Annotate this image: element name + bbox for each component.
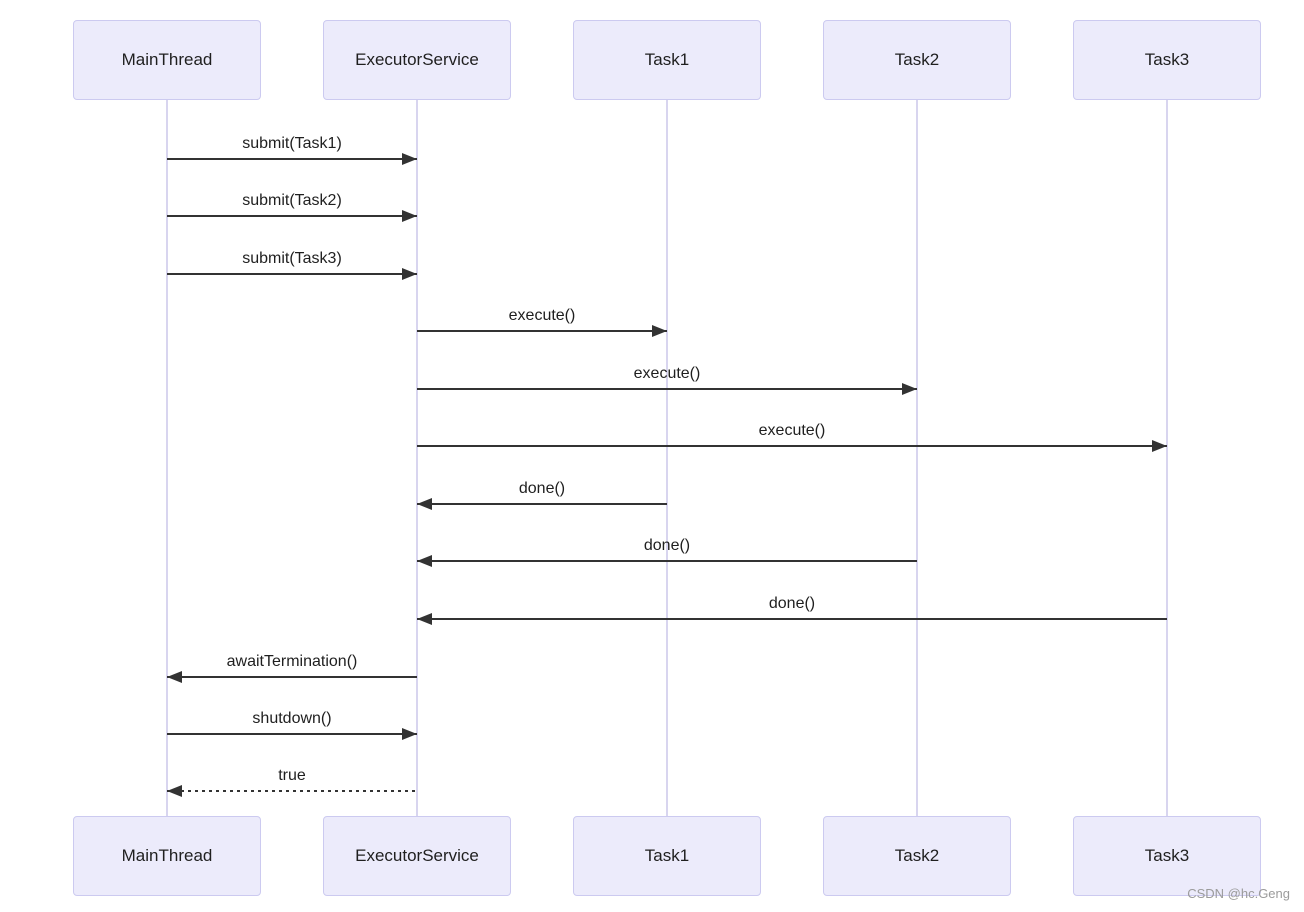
lifeline-executorservice xyxy=(416,100,418,816)
actor-executorservice-top: ExecutorService xyxy=(323,20,511,100)
actor-mainthread-top: MainThread xyxy=(73,20,261,100)
message-shutdown: shutdown() xyxy=(167,708,417,740)
message-label: execute() xyxy=(508,307,576,324)
message-submit-task3: submit(Task3) xyxy=(167,248,417,280)
arrow-line xyxy=(167,671,417,683)
actor-task2-bottom: Task2 xyxy=(823,816,1011,896)
arrow-line xyxy=(417,325,667,337)
lifeline-task3 xyxy=(1166,100,1168,816)
message-done-task3: done() xyxy=(417,593,1167,625)
message-label: submit(Task3) xyxy=(242,250,342,267)
actor-task3-top: Task3 xyxy=(1073,20,1261,100)
message-label: shutdown() xyxy=(252,710,332,727)
message-label: awaitTermination() xyxy=(226,653,358,670)
actor-executorservice-bottom: ExecutorService xyxy=(323,816,511,896)
actor-mainthread-bottom: MainThread xyxy=(73,816,261,896)
arrow-line xyxy=(417,498,667,510)
arrow-line xyxy=(417,440,1167,452)
actor-task1-bottom: Task1 xyxy=(573,816,761,896)
arrow-line xyxy=(167,268,417,280)
message-label: execute() xyxy=(633,365,701,382)
message-label: submit(Task2) xyxy=(242,192,342,209)
message-label: done() xyxy=(768,595,816,612)
arrow-line xyxy=(417,383,917,395)
message-label: submit(Task1) xyxy=(242,135,342,152)
actor-task3-bottom: Task3 xyxy=(1073,816,1261,896)
message-execute-task1: execute() xyxy=(417,305,667,337)
arrow-line xyxy=(167,210,417,222)
message-execute-task2: execute() xyxy=(417,363,917,395)
arrow-line xyxy=(167,728,417,740)
message-done-task1: done() xyxy=(417,478,667,510)
arrow-line xyxy=(417,555,917,567)
message-label: done() xyxy=(518,480,566,497)
message-execute-task3: execute() xyxy=(417,420,1167,452)
watermark: CSDN @hc.Geng xyxy=(1187,886,1290,901)
message-label: execute() xyxy=(758,422,826,439)
lifeline-task2 xyxy=(916,100,918,816)
message-submit-task1: submit(Task1) xyxy=(167,133,417,165)
arrow-line xyxy=(167,153,417,165)
lifeline-mainthread xyxy=(166,100,168,816)
message-label: done() xyxy=(643,537,691,554)
message-label: true xyxy=(278,767,306,784)
message-submit-task2: submit(Task2) xyxy=(167,190,417,222)
lifeline-task1 xyxy=(666,100,668,816)
actor-task1-top: Task1 xyxy=(573,20,761,100)
message-return-true: true xyxy=(167,765,417,797)
actor-task2-top: Task2 xyxy=(823,20,1011,100)
message-done-task2: done() xyxy=(417,535,917,567)
arrow-line xyxy=(167,785,417,797)
message-await-termination: awaitTermination() xyxy=(167,651,417,683)
arrow-line xyxy=(417,613,1167,625)
